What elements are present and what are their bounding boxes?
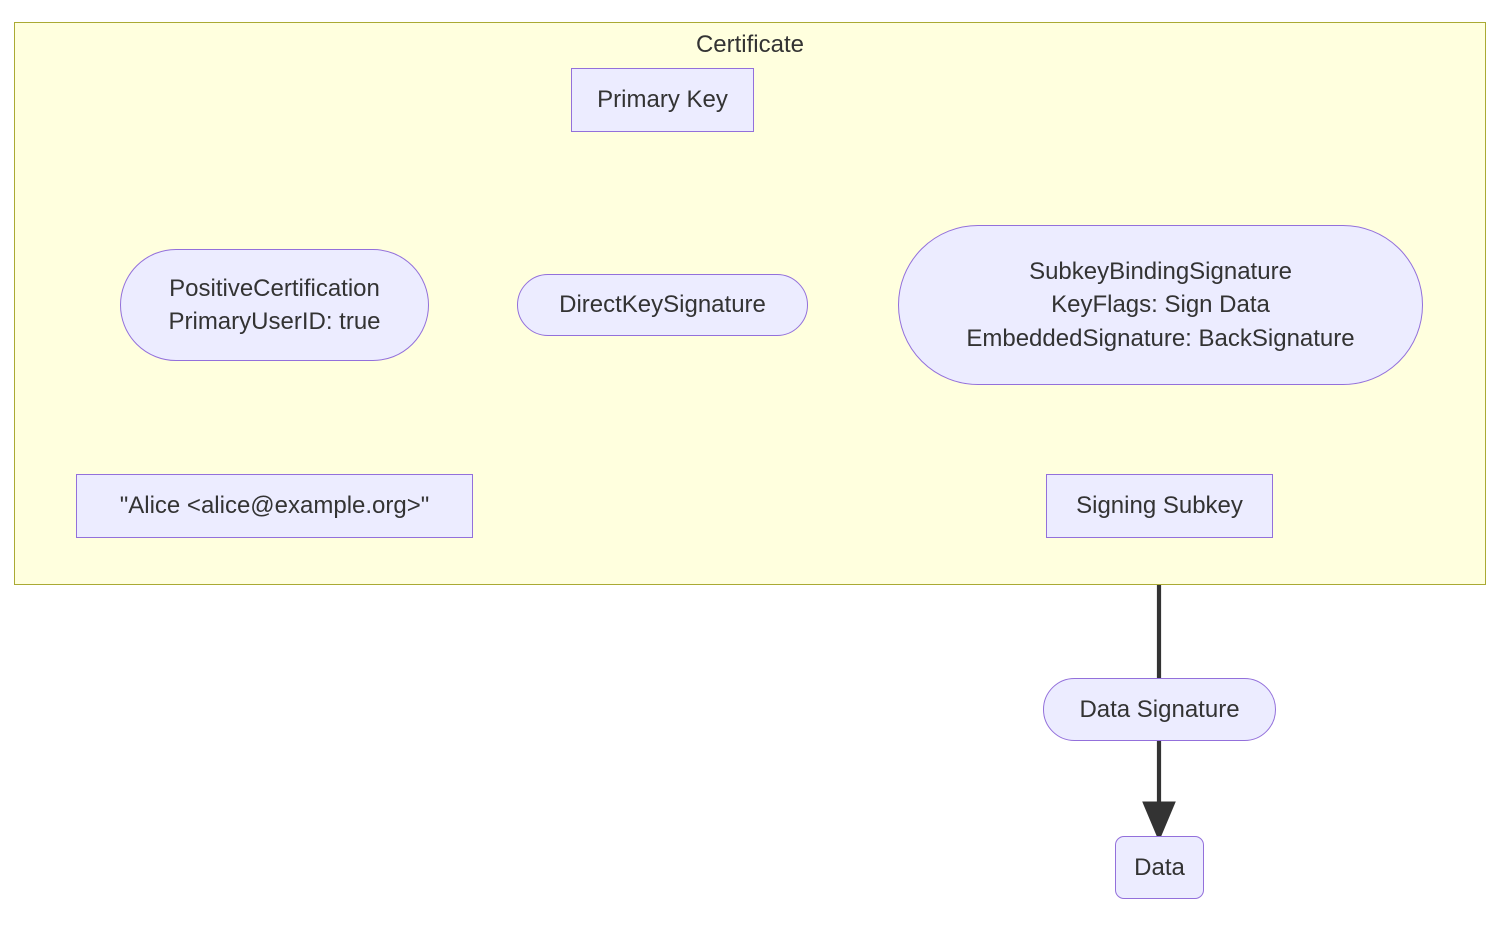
subgraph-certificate-label: Certificate	[695, 31, 805, 58]
node-positive-certification-label: PositiveCertification PrimaryUserID: tru…	[168, 274, 381, 335]
node-signing-subkey-label: Signing Subkey	[1076, 492, 1243, 520]
node-subkey-binding-signature-label: SubkeyBindingSignature KeyFlags: Sign Da…	[966, 258, 1355, 352]
node-primary-key-label: Primary Key	[597, 86, 728, 114]
node-positive-certification[interactable]: PositiveCertification PrimaryUserID: tru…	[120, 249, 429, 361]
node-user-id[interactable]: "Alice <alice@example.org>"	[76, 474, 473, 538]
node-user-id-label: "Alice <alice@example.org>"	[119, 492, 430, 520]
node-direct-key-signature-label: DirectKeySignature	[559, 291, 766, 319]
node-subkey-binding-signature[interactable]: SubkeyBindingSignature KeyFlags: Sign Da…	[898, 225, 1423, 385]
node-direct-key-signature[interactable]: DirectKeySignature	[517, 274, 808, 336]
node-signing-subkey[interactable]: Signing Subkey	[1046, 474, 1273, 538]
node-data-label: Data	[1134, 853, 1185, 881]
node-primary-key[interactable]: Primary Key	[571, 68, 754, 132]
node-data-signature-label: Data Signature	[1079, 695, 1240, 723]
node-data[interactable]: Data	[1115, 836, 1204, 899]
node-data-signature[interactable]: Data Signature	[1043, 678, 1276, 741]
